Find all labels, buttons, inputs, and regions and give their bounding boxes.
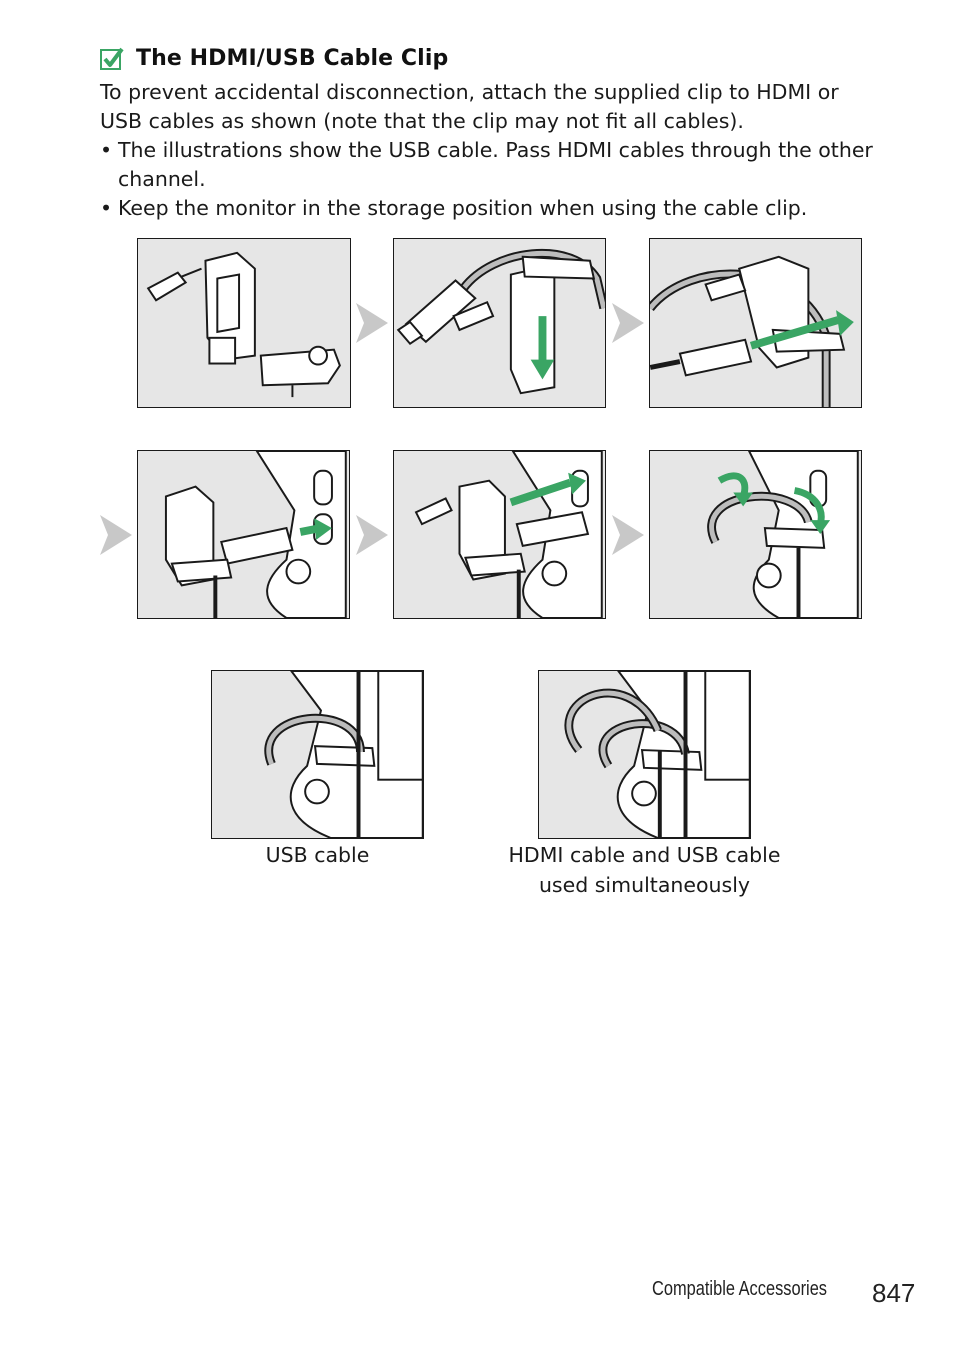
step-4-illustration <box>137 450 350 619</box>
step-6-illustration <box>649 450 862 619</box>
note-item: • The illustrations show the USB cable. … <box>100 136 880 194</box>
step-arrow-icon <box>100 515 132 555</box>
footer-section-title: Compatible Accessories <box>652 1278 828 1300</box>
usb-cable-caption: USB cable <box>265 843 370 867</box>
step-arrow-icon <box>612 303 644 343</box>
step-arrow-icon <box>356 515 388 555</box>
bullet-symbol: • <box>100 138 113 162</box>
section-title: The HDMI/USB Cable Clip <box>136 46 449 71</box>
usb-cable-illustration <box>211 670 424 839</box>
section-heading: The HDMI/USB Cable Clip <box>100 46 448 71</box>
bullet-symbol: • <box>100 196 113 220</box>
page-number: 847 <box>872 1278 916 1308</box>
hdmi-and-usb-cable-illustration <box>538 670 751 839</box>
note-text: The illustrations show the USB cable. Pa… <box>118 138 873 191</box>
step-5-illustration <box>393 450 606 619</box>
note-text: Keep the monitor in the storage position… <box>118 196 808 220</box>
step-3-illustration <box>649 238 862 408</box>
notes-list: • The illustrations show the USB cable. … <box>100 136 880 223</box>
intro-paragraph: To prevent accidental disconnection, att… <box>100 80 839 133</box>
step-arrow-icon <box>356 303 388 343</box>
step-2-illustration <box>393 238 606 408</box>
step-arrow-icon <box>612 515 644 555</box>
checkmark-icon <box>100 47 124 70</box>
hdmi-and-usb-caption: HDMI cable and USB cable used simultaneo… <box>508 843 781 897</box>
note-item: • Keep the monitor in the storage positi… <box>100 194 880 223</box>
step-1-illustration <box>137 238 351 408</box>
